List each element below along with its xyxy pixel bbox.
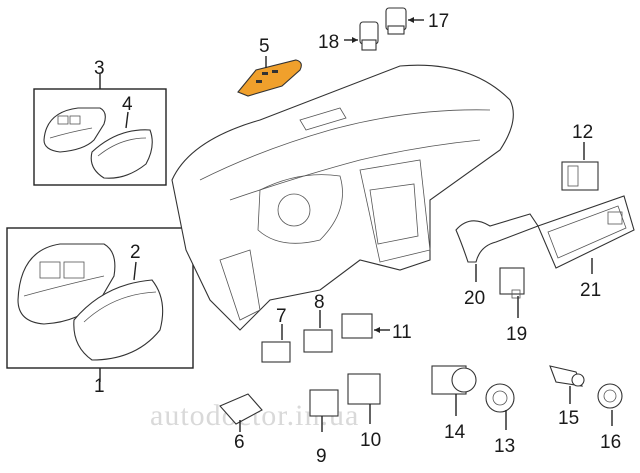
callout-16: 16	[600, 432, 621, 453]
part-19-sensor[interactable]	[499, 267, 525, 299]
part-3-meter[interactable]	[43, 107, 106, 153]
part-14-ignition[interactable]	[431, 365, 477, 395]
callout-3: 3	[94, 58, 105, 79]
callout-13: 13	[494, 436, 515, 457]
dashboard-instrument-panel	[171, 64, 514, 331]
callout-4: 4	[122, 94, 133, 115]
part-13-knob[interactable]	[485, 383, 515, 413]
part-18-switch[interactable]	[359, 21, 379, 51]
part-2-cluster-lens[interactable]	[73, 279, 164, 361]
part-21-climate-panel[interactable]	[537, 195, 635, 269]
callout-19: 19	[506, 324, 527, 345]
part-10-switch[interactable]	[347, 373, 381, 405]
callout-11: 11	[392, 322, 412, 343]
part-11-switch[interactable]	[341, 313, 373, 339]
callout-9: 9	[316, 446, 327, 467]
part-4-lens[interactable]	[90, 129, 153, 179]
part-6-bracket[interactable]	[219, 393, 263, 425]
callout-12: 12	[572, 122, 593, 143]
callout-15: 15	[558, 408, 579, 429]
part-8-switch[interactable]	[303, 329, 333, 353]
part-5-highlighted-trim[interactable]	[237, 59, 302, 97]
callout-8: 8	[314, 292, 325, 313]
part-15-socket[interactable]	[549, 365, 585, 387]
callout-18: 18	[318, 32, 339, 53]
part-12-switch[interactable]	[561, 161, 599, 191]
part-9-switch[interactable]	[309, 389, 339, 417]
part-20-duct[interactable]	[455, 213, 539, 263]
part-16-socket[interactable]	[597, 383, 623, 409]
callout-5: 5	[259, 36, 270, 57]
part-17-switch[interactable]	[385, 7, 407, 35]
callout-17: 17	[428, 11, 449, 32]
callout-2: 2	[130, 242, 141, 263]
part-7-switch[interactable]	[261, 341, 291, 363]
callout-1: 1	[94, 376, 105, 397]
callout-6: 6	[234, 432, 245, 453]
callout-10: 10	[360, 430, 381, 451]
callout-7: 7	[276, 306, 287, 327]
callout-20: 20	[464, 288, 485, 309]
callout-14: 14	[444, 422, 466, 443]
callout-21: 21	[580, 280, 601, 301]
